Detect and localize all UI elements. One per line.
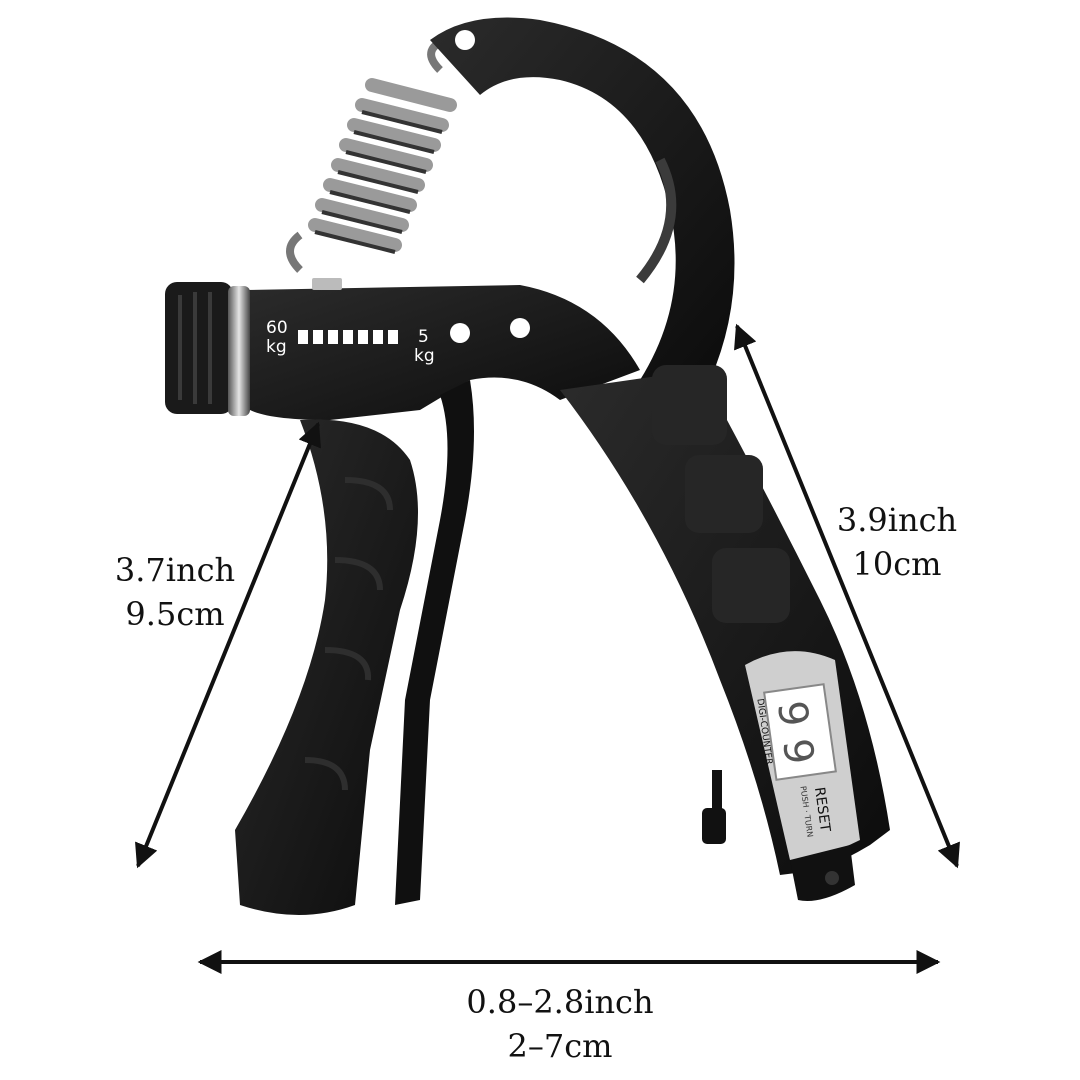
dimension-label-right: 3.9inch 10cm [822, 498, 972, 586]
dimension-left-inch: 3.7inch [114, 551, 236, 589]
dimension-arrow-left [135, 421, 321, 869]
spring [286, 36, 457, 273]
dimension-right-inch: 3.9inch [836, 501, 958, 539]
resistance-scale: 60 kg 5 kg [266, 318, 435, 366]
pivot-hole-right [510, 318, 530, 338]
left-handle [235, 419, 418, 915]
hook-arm [430, 17, 735, 380]
scale-max-value: 60 [266, 318, 288, 338]
counter-digits: 9 9 [768, 698, 822, 767]
dimension-right-cm: 10cm [852, 545, 942, 583]
dial-clip [312, 278, 342, 290]
scale-min-value: 5 [418, 327, 429, 347]
pivot-hole-left [450, 323, 470, 343]
scale-min-unit: kg [414, 346, 435, 366]
gripper-head [245, 285, 640, 420]
dimension-arrow-right [734, 323, 960, 869]
dimension-label-bottom: 0.8–2.8inch 2–7cm [430, 980, 690, 1068]
dimension-label-left: 3.7inch 9.5cm [100, 548, 250, 636]
dimension-left-cm: 9.5cm [125, 595, 225, 633]
inner-lever [395, 380, 474, 905]
dimension-bottom-inch: 0.8–2.8inch [466, 983, 654, 1021]
hook-hole [455, 30, 475, 50]
dimension-bottom-cm: 2–7cm [507, 1027, 613, 1065]
reset-button[interactable] [702, 808, 726, 844]
scale-max-unit: kg [266, 337, 287, 357]
tension-dial[interactable] [165, 282, 250, 416]
